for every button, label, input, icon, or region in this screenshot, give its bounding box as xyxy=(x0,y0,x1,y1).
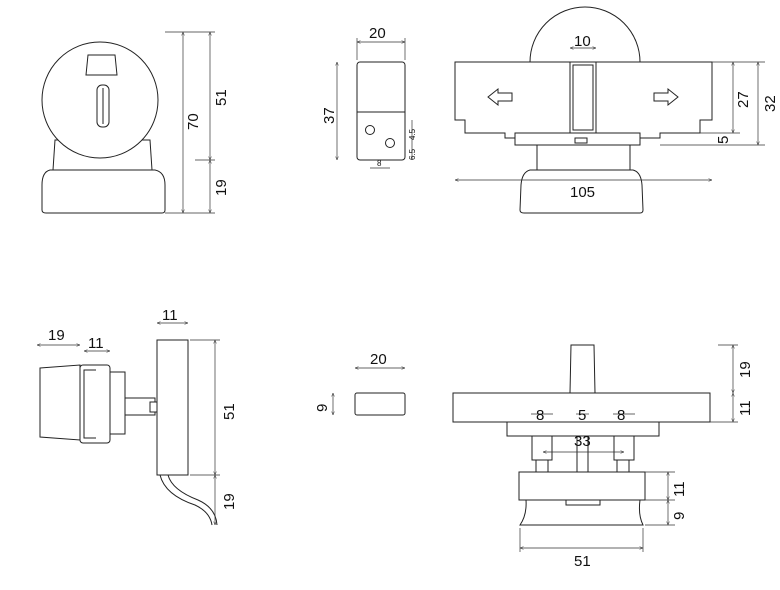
dim-stem: 19 xyxy=(737,361,754,378)
dim-pin-spacing: 33 xyxy=(574,433,591,450)
arrow-left-icon xyxy=(487,87,513,107)
dim-center: 5 xyxy=(578,407,586,424)
front-view: 70 51 19 xyxy=(41,32,230,214)
dim-slot: 10 xyxy=(574,33,591,50)
dim-plate-width: 20 xyxy=(370,351,387,368)
side-view: 20 37 8 6.5 4.5 xyxy=(321,25,417,169)
indicator-window xyxy=(85,54,118,76)
dim-bracket: 11 xyxy=(88,335,104,352)
plate-section: 20 9 xyxy=(314,351,405,415)
dim-knob-depth: 19 xyxy=(48,327,65,344)
slot xyxy=(569,61,597,134)
dim-right-pin: 8 xyxy=(617,407,625,424)
stem xyxy=(569,344,596,394)
dim-plate-thickness: 11 xyxy=(162,307,178,324)
dim-small-b: 4.5 xyxy=(408,128,417,140)
profile-view: 19 11 11 51 19 xyxy=(37,307,238,525)
hole xyxy=(365,125,375,135)
dim-outer-height: 32 xyxy=(762,95,779,112)
dim-block: 11 xyxy=(671,481,688,497)
disc-arc xyxy=(529,6,641,63)
dim-width: 20 xyxy=(369,25,386,42)
dim-height: 37 xyxy=(321,107,338,124)
dim-overall: 70 xyxy=(185,113,202,130)
top-view: 10 105 27 32 5 xyxy=(455,6,779,214)
dim-hole-spacing: 8 xyxy=(377,159,382,168)
dim-lever: 19 xyxy=(221,493,238,510)
bottom-view: 8 5 8 33 19 11 11 9 51 xyxy=(452,344,754,570)
escutcheon xyxy=(452,392,711,423)
dim-lower: 19 xyxy=(213,179,230,196)
dim-foot: 9 xyxy=(671,512,688,520)
knob xyxy=(39,364,81,441)
dim-inner-height: 27 xyxy=(735,91,752,108)
dim-left-pin: 8 xyxy=(536,407,544,424)
dim-upper: 51 xyxy=(213,89,230,106)
base xyxy=(41,169,166,214)
dim-plate-height: 51 xyxy=(221,403,238,420)
arrow-right-icon xyxy=(653,87,679,107)
hole xyxy=(385,138,395,148)
plate xyxy=(156,339,189,476)
dim-small-a: 6.5 xyxy=(408,148,417,160)
dim-step: 5 xyxy=(715,136,732,144)
lower-block xyxy=(518,471,646,501)
dim-escutcheon: 11 xyxy=(737,400,754,416)
indicator-body xyxy=(356,61,406,161)
dim-plate-thickness-section: 9 xyxy=(314,404,331,412)
dim-length: 105 xyxy=(570,184,595,201)
dim-base-width: 51 xyxy=(574,553,591,570)
